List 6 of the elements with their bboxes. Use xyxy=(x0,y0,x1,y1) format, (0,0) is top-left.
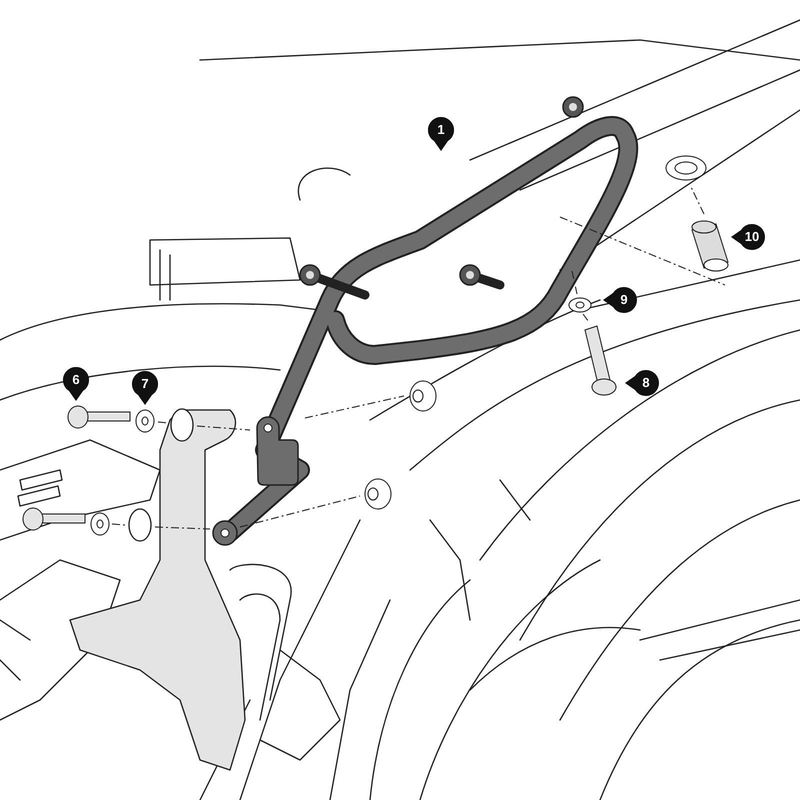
callout-number: 8 xyxy=(625,370,659,396)
callout-number: 9 xyxy=(603,287,637,313)
callout-number: 7 xyxy=(132,371,158,405)
callout-number: 1 xyxy=(428,117,454,151)
callout-number: 6 xyxy=(63,367,89,401)
callout-number: 10 xyxy=(731,224,765,250)
